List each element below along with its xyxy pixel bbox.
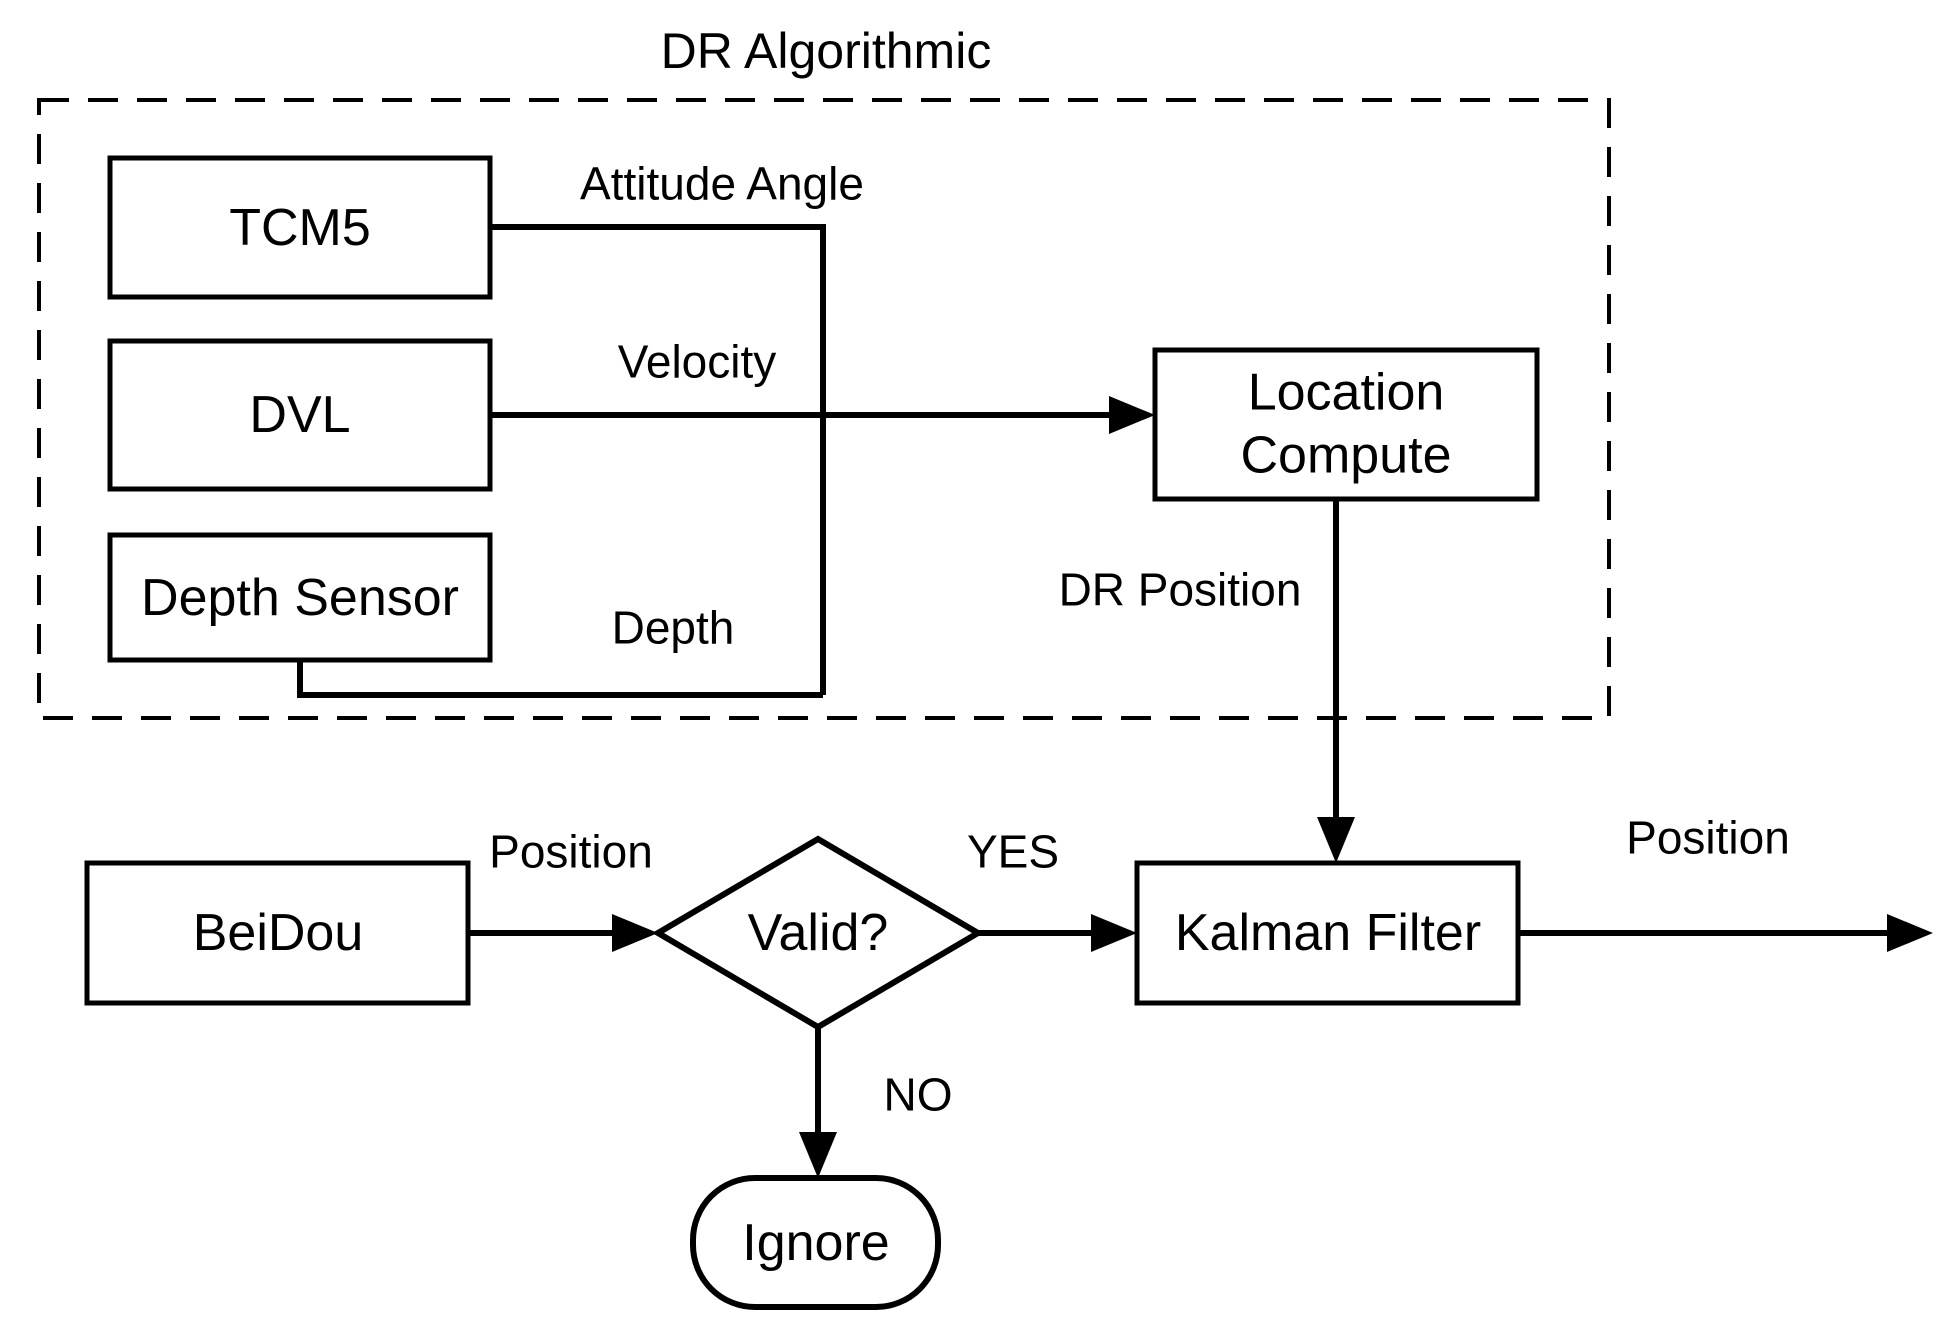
kalman-filter-label: Kalman Filter — [1174, 903, 1482, 962]
dr-position-arrowhead — [1317, 817, 1355, 863]
attitude-angle-line — [490, 224, 826, 695]
beidou-box — [84, 860, 471, 1006]
depth-line — [297, 660, 823, 698]
location-compute-label: Location Compute — [1240, 363, 1452, 485]
ignore-label: Ignore — [742, 1213, 890, 1272]
beidou-label: BeiDou — [192, 903, 364, 962]
depth-sensor-box — [107, 532, 493, 663]
attitude-angle-label: Attitude Angle — [580, 157, 864, 210]
location-compute-box — [1152, 347, 1540, 502]
dvl-box — [107, 338, 493, 492]
depth-label: Depth — [611, 601, 735, 654]
valid-decision-label: Valid? — [747, 903, 889, 962]
diagram-title: DR Algorithmic — [660, 23, 992, 79]
yes-label: YES — [966, 825, 1060, 878]
valid-decision-diamond — [652, 835, 984, 1031]
no-label: NO — [883, 1068, 953, 1121]
beidou-arrowhead — [612, 914, 658, 952]
dr-position-label: DR Position — [1058, 563, 1302, 616]
dvl-label: DVL — [249, 385, 351, 444]
yes-arrowhead — [1091, 914, 1137, 952]
depth-sensor-label: Depth Sensor — [141, 568, 459, 627]
velocity-arrowhead — [1109, 396, 1155, 434]
no-arrowhead — [799, 1132, 837, 1178]
kalman-filter-box — [1134, 860, 1521, 1006]
ignore-stadium — [690, 1175, 941, 1310]
dr-algorithmic-dashed-boundary — [37, 98, 1611, 720]
velocity-label: Velocity — [617, 335, 777, 388]
beidou-position-label: Position — [489, 825, 653, 878]
output-arrowhead — [1887, 914, 1933, 952]
tcm5-label: TCM5 — [229, 198, 371, 257]
tcm5-box — [107, 155, 493, 300]
output-position-label: Position — [1626, 811, 1790, 864]
